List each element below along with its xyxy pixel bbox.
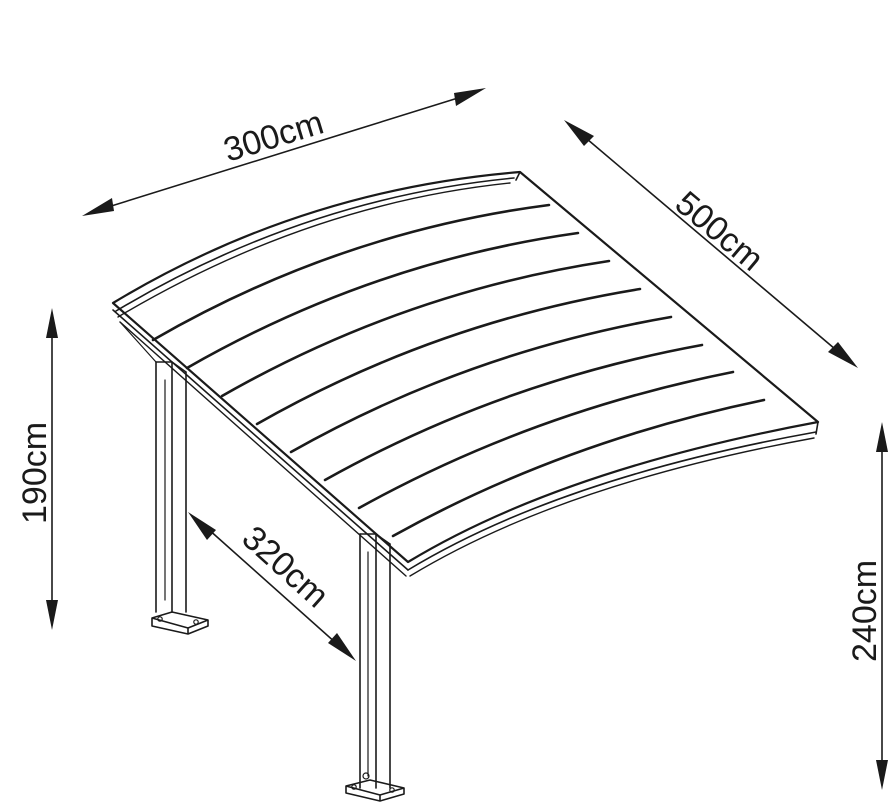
front-post	[119, 321, 209, 635]
front-post-base	[151, 611, 209, 635]
roof-rib	[255, 287, 642, 426]
dim-label-500: 500cm	[668, 184, 771, 279]
roof-rib	[289, 315, 673, 454]
rear-post-base	[345, 779, 405, 802]
roof-side-beam	[112, 309, 409, 571]
rear-post	[345, 533, 405, 802]
dimension-height-high: 240cm	[846, 422, 888, 790]
roof-front-edge-inner	[117, 182, 511, 318]
dimension-post-spacing: 320cm	[188, 512, 356, 661]
roof-rib	[357, 370, 735, 510]
carport-roof	[111, 170, 820, 577]
dimension-width-top: 300cm	[82, 88, 486, 216]
roof-front-edge	[115, 177, 515, 312]
roof-ribs	[151, 203, 766, 538]
roof-rib	[185, 231, 580, 370]
roof-back-edge	[407, 431, 817, 571]
roof-rib	[391, 398, 766, 538]
roof-side-beam-lower	[119, 321, 407, 577]
dim-label-240: 240cm	[846, 560, 884, 662]
roof-rib	[151, 203, 551, 342]
roof-back-edge-inner	[409, 437, 815, 577]
dim-label-300: 300cm	[219, 103, 328, 169]
roof-rib	[323, 343, 704, 482]
roof-end-cap	[515, 171, 819, 435]
dimension-height-low: 190cm	[16, 308, 58, 630]
dim-label-190: 190cm	[16, 422, 54, 524]
roof-rib	[220, 259, 611, 398]
